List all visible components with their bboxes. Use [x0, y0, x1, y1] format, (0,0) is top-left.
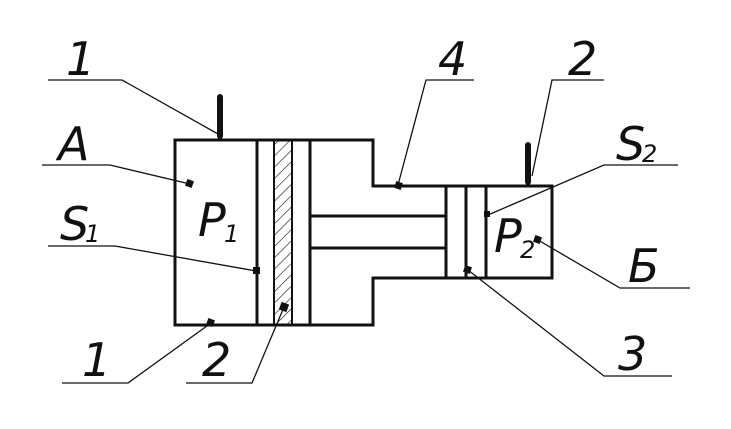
label-P2-sub: 2 — [520, 236, 535, 264]
label-3: 3 — [618, 327, 647, 381]
label-P1: P — [198, 193, 226, 247]
marker-A — [185, 179, 194, 188]
marker-4 — [394, 181, 403, 190]
leader-B — [537, 239, 690, 289]
leader-1-bottom — [62, 322, 212, 384]
label-1-bottom: 1 — [82, 333, 111, 387]
leader-2-top — [531, 79, 604, 177]
label-4: 4 — [438, 32, 467, 86]
label-1-top: 1 — [66, 32, 95, 86]
cylinder-body-outline — [173, 138, 554, 327]
marker-1-bottom — [206, 318, 215, 327]
label-S1-sub: 1 — [85, 220, 100, 248]
marker-S1 — [253, 267, 260, 274]
marker-S2 — [484, 211, 490, 217]
marker-3 — [463, 265, 472, 274]
leader-A — [42, 164, 191, 185]
label-P1-sub: 1 — [224, 220, 239, 248]
label-2-top: 2 — [568, 32, 597, 86]
label-S1: S — [60, 197, 89, 251]
large-piston-hatch — [273, 139, 293, 326]
leader-2-bottom — [186, 306, 285, 384]
label-P2: P — [494, 209, 522, 263]
label-2-bottom: 2 — [202, 333, 231, 387]
marker-2-bottom — [278, 301, 290, 313]
leader-S1 — [48, 245, 257, 272]
leader-4 — [397, 79, 474, 186]
leader-3 — [467, 269, 672, 377]
label-B: Б — [628, 239, 660, 293]
leader-1-top — [48, 79, 219, 135]
marker-B — [533, 235, 542, 244]
label-S2: S — [616, 117, 645, 171]
label-S2-sub: 2 — [642, 140, 657, 168]
label-A: А — [55, 117, 89, 171]
leader-S2 — [487, 164, 678, 216]
